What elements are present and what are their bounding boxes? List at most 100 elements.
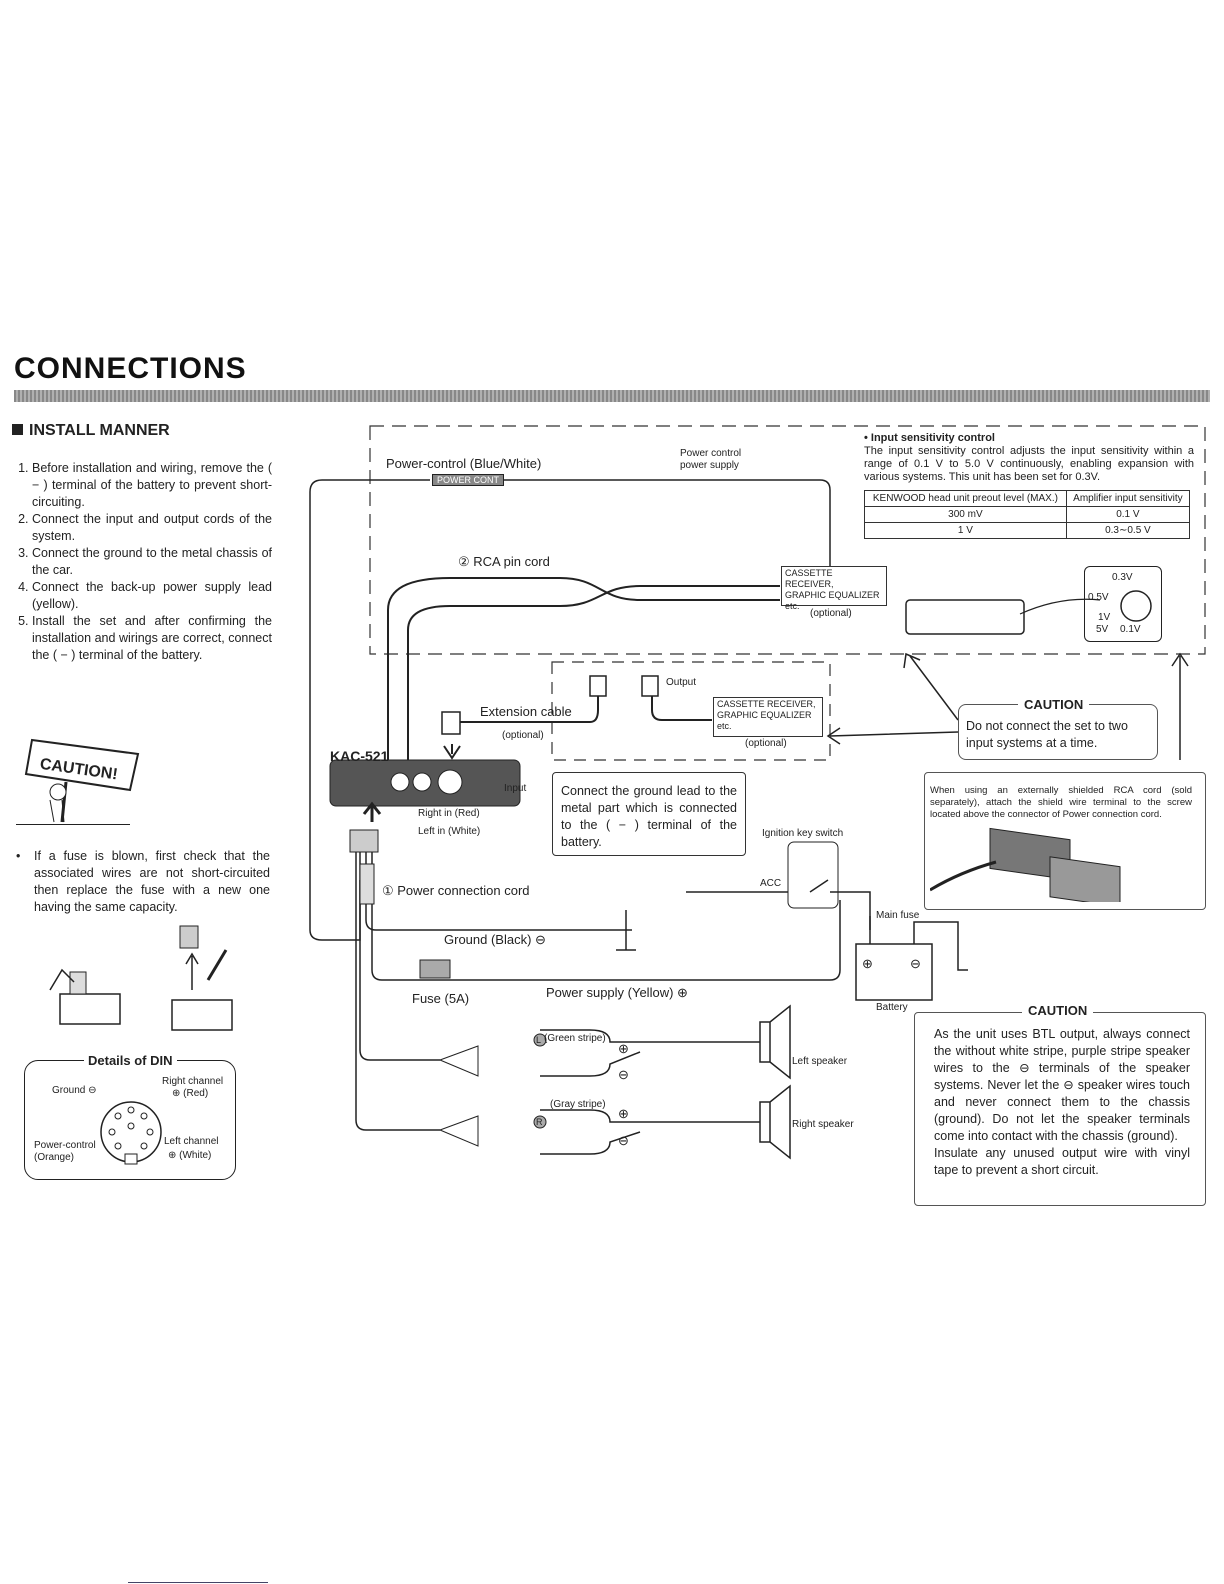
caution-input-text: Do not connect the set to two input syst… (966, 719, 1128, 750)
input-label: Input (504, 783, 527, 794)
sensitivity-block: • Input sensitivity control The input se… (864, 432, 1194, 539)
sensitivity-knob-icon (1120, 590, 1152, 622)
cassette-line-2: GRAPHIC EQUALIZER (717, 710, 812, 720)
power-control-supply-wire (500, 479, 831, 576)
power-control-supply-label-1: Power control (680, 448, 742, 459)
left-in-label: Left in (White) (418, 826, 481, 837)
optional-label-bottom: (optional) (745, 738, 787, 749)
ground-wire (365, 852, 620, 931)
input-jack-left (412, 772, 432, 792)
table-header: Amplifier input sensitivity (1065, 490, 1191, 507)
ground-black-label: Ground (Black) ⊖ (444, 932, 546, 947)
din-connector-icon (100, 1101, 162, 1165)
section-heading-text: INSTALL MANNER (29, 422, 170, 439)
up-arrow-icon (362, 801, 382, 822)
shield-arrow-up (1171, 652, 1189, 760)
shield-note-text: When using an externally shielded RCA co… (930, 785, 1192, 820)
table-cell: 0.1 V (1065, 506, 1191, 523)
fuse-replacement-illustration (49, 925, 233, 1031)
fuse-note-text: If a fuse is blown, first check that the… (34, 849, 270, 914)
power-supply-wire (371, 852, 841, 981)
rca-lead-1 (387, 577, 451, 760)
battery-label: Battery (876, 1002, 908, 1013)
power-control-lead-label: Power-control (Blue/White) (386, 456, 542, 471)
amplifier-illustration-2 (1049, 856, 1121, 902)
left-wire-marker (533, 1033, 547, 1047)
bullet-icon: • (16, 849, 21, 863)
output-label: Output (666, 677, 697, 688)
rca-cord-illustration (930, 860, 997, 892)
pliers-icon (206, 949, 228, 981)
sensitivity-text: The input sensitivity control adjusts th… (864, 445, 1194, 483)
head-unit-frame (369, 425, 1206, 655)
ground-note-box: Connect the ground lead to the metal par… (552, 772, 746, 856)
step-item: Connect the ground to the metal chassis … (32, 545, 272, 579)
input-jack-right (390, 772, 410, 792)
din-left-channel-label: Left channel (164, 1136, 219, 1147)
gray-stripe-label: (Gray stripe) (550, 1099, 606, 1110)
battery-icon (855, 943, 933, 1001)
caution-btl-paragraph-2: Insulate any unused output wire with vin… (934, 1146, 1190, 1177)
power-control-wire (309, 479, 430, 941)
divider (16, 824, 130, 825)
fuse-holder-left (59, 993, 121, 1025)
power-connection-cord-label: ① Power connection cord (382, 883, 530, 898)
speaker-wire-left (359, 852, 440, 1061)
right-in-label: Right in (Red) (418, 808, 480, 819)
left-speaker-icon (759, 1004, 791, 1080)
rca-cord-lower (450, 585, 780, 607)
right-wire-marker (533, 1115, 547, 1129)
cassette-line-2: GRAPHIC EQUALIZER (785, 590, 880, 600)
rca-cord-upper (450, 577, 780, 601)
up-arrow-icon (49, 968, 75, 991)
din-right-color: ⊕ (Red) (172, 1088, 209, 1099)
din-right-channel-label: Right channel (162, 1076, 224, 1087)
din-power-control-color: (Orange) (34, 1152, 75, 1163)
figure-head (49, 783, 67, 801)
caution-sign-board (24, 738, 140, 792)
right-minus: ⊖ (618, 1133, 629, 1148)
table-row: 1 V 0.3∼0.5 V (864, 522, 1191, 539)
fuse-note: • If a fuse is blown, first check that t… (16, 848, 270, 916)
extension-frame (551, 661, 831, 761)
din-left-color: ⊕ (White) (168, 1150, 212, 1161)
insert-arrow-icon (185, 952, 199, 990)
right-speaker-wires (540, 1109, 760, 1155)
rca-pin-cord-label: ② RCA pin cord (458, 554, 550, 569)
ignition-switch-icon (787, 841, 839, 909)
down-arrow-icon (443, 744, 461, 760)
cassette-line-1: CASSETTE RECEIVER, (717, 699, 816, 709)
caution-arrow-left (826, 727, 959, 745)
extension-cable-label: Extension cable (480, 704, 572, 719)
model-label: KAC-521 (330, 748, 389, 764)
right-wire-R: R (536, 1117, 543, 1127)
battery-plus: ⊕ (862, 956, 873, 971)
section-heading: INSTALL MANNER (12, 422, 170, 440)
caution-btl-text: As the unit uses BTL output, always conn… (934, 1026, 1190, 1179)
caution-btl-title: CAUTION (1022, 1003, 1094, 1018)
shielded-cord-illustration (930, 827, 1121, 902)
acc-label: ACC (760, 878, 782, 889)
knob-pointer-line (1019, 598, 1101, 615)
table-cell: 1 V (864, 522, 1067, 539)
rca-lead-2 (407, 605, 451, 760)
table-cell: 300 mV (864, 506, 1067, 523)
wiring-diagram (309, 425, 1206, 1160)
table-row: 300 mV 0.1 V (864, 506, 1191, 523)
left-minus: ⊖ (618, 1067, 629, 1082)
table-header: KENWOOD head unit preout level (MAX.) (864, 490, 1067, 507)
speaker-wire-right (355, 852, 440, 1131)
output-wire (651, 696, 712, 721)
extension-cable-wire (450, 692, 599, 723)
right-speaker-label: Right speaker (792, 1119, 854, 1130)
footer-rule (128, 1582, 268, 1583)
output-plug (641, 675, 659, 697)
cassette-line-1: CASSETTE RECEIVER, (785, 568, 834, 589)
power-connector (349, 829, 379, 853)
head-unit-icon (905, 599, 1025, 635)
right-speaker-icon (759, 1084, 791, 1160)
speaker-wire-splits (438, 1045, 479, 1147)
shield-note-box (924, 772, 1206, 910)
figure-body (49, 799, 65, 823)
cassette-line-3: etc. (785, 601, 800, 611)
